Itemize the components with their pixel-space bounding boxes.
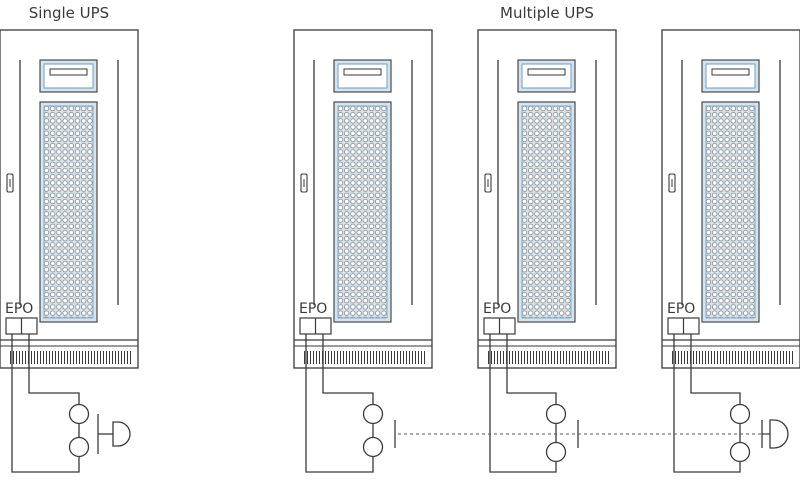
switch-contact-icon xyxy=(729,441,751,463)
switch-contact-icon xyxy=(362,403,384,425)
ups-cabinet-multi-3: EPO xyxy=(661,29,800,369)
epo-label: EPO xyxy=(5,301,33,317)
epo-label: EPO xyxy=(299,301,327,317)
switch-contact-icon xyxy=(68,436,90,458)
switch-contact-icon xyxy=(729,403,751,425)
switch-contact-icon xyxy=(362,436,384,458)
multi-ups-wiring xyxy=(305,334,789,473)
switch-contact-icon xyxy=(68,403,90,425)
switch-contact-icon xyxy=(545,441,567,463)
epo-label: EPO xyxy=(667,301,695,317)
single-ups-wiring xyxy=(11,334,131,473)
switch-contact-icon xyxy=(545,403,567,425)
epo-label: EPO xyxy=(483,301,511,317)
multiple-ups-title: Multiple UPS xyxy=(500,4,594,22)
ups-cabinet-multi-2: EPO xyxy=(477,29,617,369)
ups-cabinet-multi-1: EPO xyxy=(293,29,433,369)
ups-cabinet-single: EPO xyxy=(0,29,139,369)
single-ups-title: Single UPS xyxy=(29,4,109,22)
